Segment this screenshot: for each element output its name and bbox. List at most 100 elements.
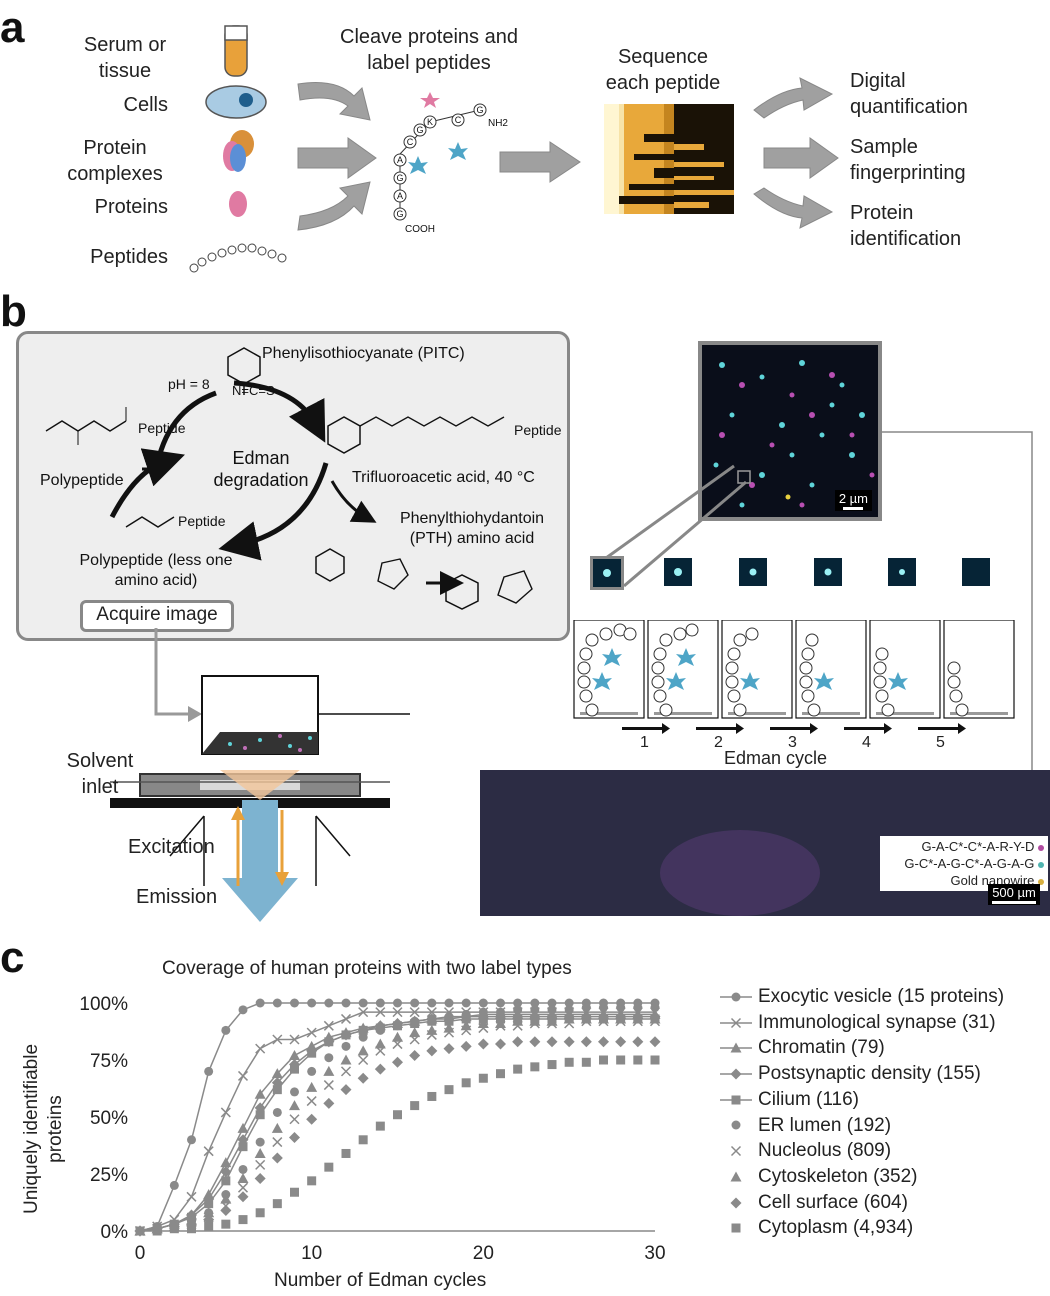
data-point	[237, 1173, 249, 1184]
legend-label: Nucleolus (809)	[758, 1140, 892, 1162]
data-point	[307, 1048, 317, 1058]
data-point	[271, 1068, 283, 1079]
data-point	[323, 1097, 335, 1109]
wide-field-legend: G-A-C*-C*-A-R-Y-D G-C*-A-G-C*-A-G-A-G Go…	[880, 836, 1048, 891]
data-point	[254, 1173, 266, 1185]
data-point	[427, 1091, 437, 1101]
data-point	[237, 1134, 249, 1146]
peptide-cycle-panels	[573, 619, 1015, 719]
cell-icon	[205, 85, 267, 119]
data-point	[731, 992, 741, 1002]
data-point	[237, 1122, 249, 1133]
data-point	[731, 1223, 741, 1233]
data-point	[426, 1024, 438, 1035]
data-point	[512, 1015, 524, 1026]
y-tick-label: 0%	[101, 1222, 129, 1243]
legend-item: Cilium (116)	[718, 1087, 859, 1113]
legend-label: Immunological synapse (31)	[758, 1011, 996, 1033]
data-point	[564, 1057, 574, 1067]
data-point	[272, 1034, 283, 1045]
aa-c1: C	[407, 137, 414, 147]
data-point	[290, 1064, 299, 1074]
legend-row-1: G-C*-A-G-C*-A-G-A-G	[884, 855, 1044, 872]
data-point	[461, 1078, 471, 1088]
data-point	[289, 1049, 300, 1060]
data-point	[237, 1182, 249, 1193]
chart-title: Coverage of human proteins with two labe…	[162, 958, 572, 979]
data-point	[496, 998, 505, 1008]
data-point	[427, 998, 437, 1008]
y-tick-label: 50%	[90, 1108, 128, 1129]
tube-icon	[224, 25, 248, 77]
protein-icon	[229, 191, 247, 217]
data-point	[530, 1062, 540, 1072]
data-point	[375, 998, 385, 1008]
data-point	[513, 998, 523, 1008]
data-point	[289, 1132, 300, 1144]
data-point	[272, 1085, 282, 1095]
data-point	[220, 1193, 232, 1204]
cycle-num-4: 4	[862, 734, 871, 751]
data-point	[598, 1013, 609, 1024]
data-point	[444, 1016, 454, 1026]
polypeptide-label: Polypeptide	[40, 472, 124, 489]
data-point	[478, 998, 488, 1008]
series-2	[134, 1008, 661, 1236]
data-point	[289, 1114, 300, 1125]
data-point	[730, 1042, 742, 1053]
y-tick-label: 100%	[79, 994, 128, 1015]
series-line	[139, 1013, 655, 1232]
data-point	[444, 1012, 454, 1022]
fluor-dye-cyan-icon-2	[448, 142, 468, 160]
data-point	[461, 998, 471, 1008]
data-point	[324, 998, 334, 1008]
data-point	[324, 1037, 334, 1047]
data-point	[272, 1137, 283, 1148]
data-point	[358, 998, 368, 1008]
data-point	[374, 1063, 386, 1075]
legend-swatch	[730, 1171, 742, 1182]
data-point	[477, 1018, 489, 1029]
legend-item: Cytoskeleton (352)	[718, 1164, 917, 1190]
aa-k: K	[427, 117, 433, 127]
peptide-label-2: Peptide	[514, 422, 562, 438]
legend-label: Chromatin (79)	[758, 1037, 885, 1059]
data-point	[564, 998, 574, 1008]
series-line	[139, 1015, 655, 1232]
data-point	[599, 1003, 608, 1013]
data-point	[255, 1159, 266, 1170]
data-point	[340, 1013, 352, 1024]
data-point	[358, 1007, 369, 1018]
data-point	[323, 1065, 335, 1076]
aa-g3: G	[416, 125, 423, 135]
legend-dot-magenta-icon	[1038, 845, 1044, 851]
data-point	[220, 1204, 232, 1216]
data-point	[271, 1077, 283, 1089]
data-point	[375, 1121, 385, 1131]
y-axis-label: Uniquely identifiable proteins	[21, 1043, 66, 1215]
legend-item: Immunological synapse (31)	[718, 1010, 996, 1036]
data-point	[152, 1226, 162, 1236]
data-point	[598, 1036, 609, 1048]
cycle-num-2: 2	[714, 734, 723, 751]
data-point	[393, 1021, 402, 1031]
x-tick-label: 0	[135, 1243, 146, 1264]
arrow-to-sequence	[499, 141, 581, 183]
data-point	[272, 998, 282, 1008]
data-point	[409, 1027, 421, 1038]
data-point	[135, 1226, 145, 1236]
sequence-heatmap	[604, 104, 734, 214]
data-point	[580, 1036, 592, 1048]
data-point	[615, 1036, 627, 1048]
data-point	[203, 1207, 215, 1218]
sequence-label: Sequence each peptide	[605, 46, 721, 94]
data-point	[169, 1224, 179, 1234]
data-point	[495, 1038, 506, 1050]
data-point	[220, 1107, 231, 1118]
pth-label: Phenylthiohydantoin (PTH) amino acid	[399, 510, 545, 547]
data-point	[340, 1066, 352, 1077]
data-point	[374, 1038, 386, 1049]
data-point	[632, 1036, 644, 1048]
legend-swatch	[720, 1068, 752, 1080]
